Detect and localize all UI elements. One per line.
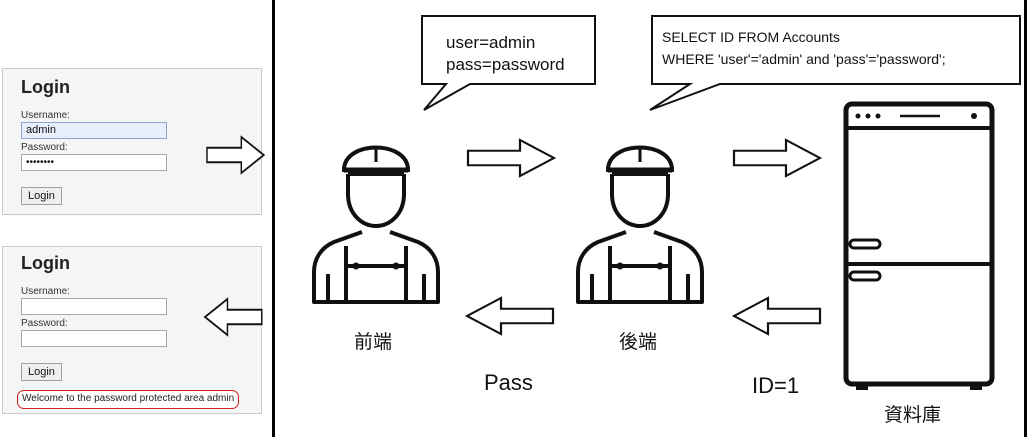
username-label: Username: bbox=[21, 286, 70, 297]
username-label: Username: bbox=[21, 110, 70, 121]
bubble-right-line2: WHERE 'user'='admin' and 'pass'='passwor… bbox=[662, 51, 946, 67]
welcome-message: Welcome to the password protected area a… bbox=[17, 390, 240, 409]
bubble-left-line1: user=admin bbox=[446, 33, 536, 52]
login-title: Login bbox=[21, 77, 70, 97]
login-title: Login bbox=[21, 253, 70, 273]
database-label: 資料庫 bbox=[884, 404, 942, 426]
password-input[interactable] bbox=[21, 330, 167, 347]
username-input[interactable]: admin bbox=[21, 122, 167, 139]
login-button[interactable]: Login bbox=[21, 187, 62, 205]
login-button[interactable]: Login bbox=[21, 363, 62, 381]
arrow-backend-to-database bbox=[732, 138, 822, 178]
id-result-label: ID=1 bbox=[752, 373, 800, 398]
password-label: Password: bbox=[21, 142, 68, 153]
arrow-backend-to-frontend bbox=[465, 296, 555, 336]
password-label: Password: bbox=[21, 318, 68, 329]
frontend-label: 前端 bbox=[354, 331, 393, 353]
backend-label: 後端 bbox=[619, 331, 658, 353]
arrow-database-to-backend bbox=[732, 296, 822, 336]
login-form-submitting: Login Username: admin Password: ••••••••… bbox=[2, 68, 262, 215]
username-input[interactable] bbox=[21, 298, 167, 315]
bubble-right-outline bbox=[649, 15, 1021, 111]
login-form-result: Login Username: Password: Login Welcome … bbox=[2, 246, 262, 414]
bubble-right-line1: SELECT ID FROM Accounts bbox=[662, 29, 840, 45]
database-fridge-icon bbox=[843, 101, 995, 390]
arrow-frontend-to-backend bbox=[466, 138, 556, 178]
bubble-left-outline bbox=[421, 15, 596, 111]
backend-worker-icon bbox=[578, 148, 702, 303]
bubble-left-line2: pass=password bbox=[446, 55, 565, 74]
frontend-worker-icon bbox=[314, 148, 438, 303]
arrow-frontend-to-login bbox=[204, 298, 263, 336]
arrow-login-to-frontend bbox=[206, 136, 265, 174]
diagram-frame bbox=[272, 0, 1027, 437]
pass-label: Pass bbox=[484, 370, 533, 395]
password-input[interactable]: •••••••• bbox=[21, 154, 167, 171]
